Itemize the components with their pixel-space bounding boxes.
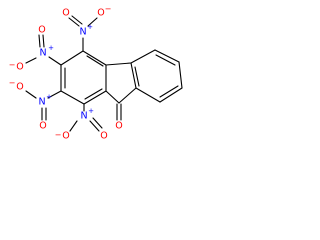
negative-charge-label: −: [105, 5, 112, 14]
nitro-group-lower-left: N + O − O: [9, 79, 62, 132]
positive-charge-label: +: [46, 93, 52, 101]
structure-canvas: O N + O O − N + O O − N + O − O: [0, 0, 203, 148]
tetranitrofluorenone-structure: O N + O O − N + O O − N + O − O: [9, 5, 183, 142]
positive-charge-label: +: [48, 44, 54, 52]
nitrogen-label: N: [79, 27, 86, 38]
positive-charge-label: +: [87, 23, 93, 31]
oxygen-label: O: [38, 25, 45, 36]
positive-charge-label: +: [88, 107, 94, 115]
five-membered-ring: [105, 62, 137, 104]
oxygen-label: O: [62, 8, 69, 19]
nitrogen-label: N: [80, 111, 87, 122]
substituted-benzene-ring: [60, 50, 107, 105]
negative-charge-label: −: [55, 131, 62, 140]
nitro-group-top: N + O O −: [62, 5, 111, 52]
nitro-group-bottom: N + O − O: [55, 103, 108, 142]
negative-charge-label: −: [9, 61, 16, 70]
nitro-group-upper-left: N + O O −: [9, 25, 62, 73]
oxygen-label: O: [97, 8, 104, 19]
nitrogen-label: N: [38, 97, 45, 108]
right-benzene-ring: [130, 49, 183, 103]
ketone-oxygen-label: O: [115, 121, 122, 132]
oxygen-label: O: [100, 131, 107, 142]
oxygen-label: O: [16, 82, 23, 93]
nitrogen-label: N: [39, 48, 46, 59]
ketone-group: O: [115, 103, 123, 132]
oxygen-label: O: [62, 131, 69, 142]
negative-charge-label: −: [9, 79, 16, 88]
oxygen-label: O: [39, 121, 46, 132]
oxygen-label: O: [16, 62, 23, 73]
